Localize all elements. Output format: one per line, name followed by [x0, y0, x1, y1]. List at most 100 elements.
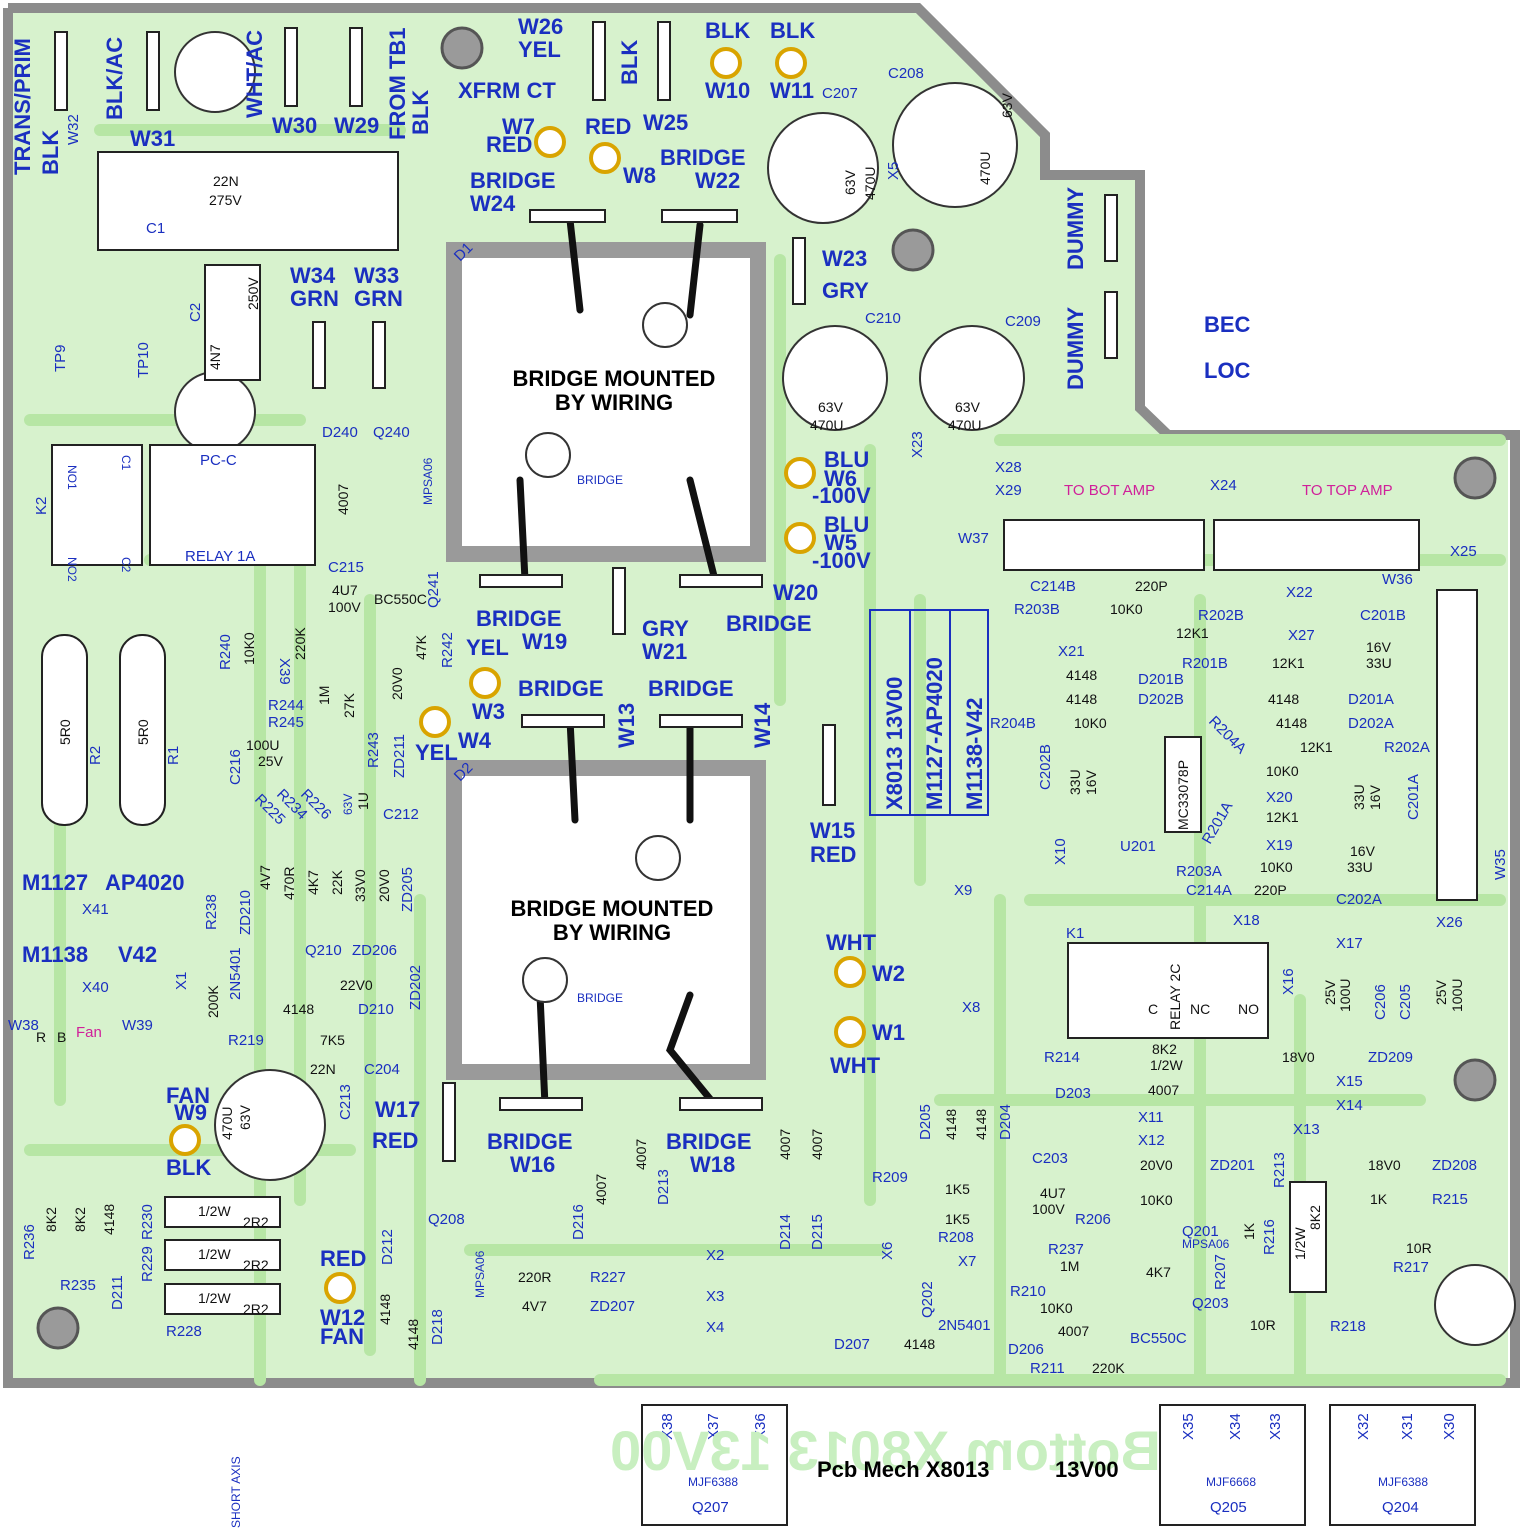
c206-voltage: 25V: [1322, 979, 1338, 1005]
zd202-label: ZD202: [407, 965, 424, 1010]
x13-label: X13: [1293, 1121, 1320, 1138]
label-blu-w6: BLU: [824, 447, 869, 472]
c201b-value: 33U: [1366, 655, 1392, 671]
r242-label: R242: [439, 632, 456, 668]
d205-value: 4148: [943, 1109, 959, 1140]
label-red-w15: RED: [810, 842, 856, 867]
label-blu-w5: BLU: [824, 512, 869, 537]
r207-value: 4K7: [1146, 1264, 1171, 1280]
c1-label: C1: [146, 220, 165, 237]
footer-pcb-label: Pcb Mech X8013: [817, 1457, 989, 1482]
r202b-value: 12K1: [1176, 625, 1209, 641]
r2-value: 5R0: [57, 719, 73, 745]
label-w14: W14: [750, 702, 775, 748]
label-blk-ac: BLK/AC: [102, 37, 127, 120]
bridge-block-2: [446, 760, 766, 1080]
r214-value: 8K2: [1152, 1041, 1177, 1057]
x5-label: X5: [885, 162, 902, 180]
label-w38: W38: [8, 1017, 39, 1034]
x6-label: X6: [879, 1242, 896, 1260]
d202a-label: D202A: [1348, 715, 1394, 732]
label-w36: W36: [1382, 571, 1413, 588]
r1-label: R1: [165, 746, 182, 765]
label-bridge-w22: BRIDGE: [660, 145, 746, 170]
zd211-label: ZD211: [391, 734, 408, 778]
large-circles: [174, 31, 1516, 1346]
c214a-label: C214A: [1186, 882, 1232, 899]
r210-label: R210: [1010, 1283, 1046, 1300]
x21-label: X21: [1058, 643, 1085, 660]
d212-label: D212: [379, 1229, 396, 1265]
r-33v0-value: 33V0: [352, 869, 368, 902]
d212-value: 4148: [377, 1294, 393, 1325]
r243-label: R243: [365, 732, 382, 768]
label-wht-w2: WHT: [826, 930, 877, 955]
label-w31: W31: [130, 126, 175, 151]
d202b-value: 4148: [1066, 691, 1097, 707]
r228-watts: 1/2W: [198, 1290, 231, 1306]
model-v42: V42: [118, 942, 157, 967]
label-trans-prim: TRANS/PRIM: [10, 38, 35, 175]
model-m1127: M1127: [22, 870, 88, 895]
bridge2-line1: BRIDGE MOUNTED: [511, 896, 714, 921]
zd202-value: 22V0: [340, 977, 373, 993]
r244-value: 220K: [292, 627, 308, 660]
c215-voltage: 100V: [328, 599, 361, 615]
d216-label: D216: [570, 1204, 587, 1240]
x30-label: X30: [1441, 1413, 1458, 1440]
k1-no: NO: [1238, 1001, 1259, 1017]
d211-value: 4148: [101, 1204, 117, 1235]
label-bridge-w18: BRIDGE: [666, 1129, 752, 1154]
c208-label: C208: [888, 65, 924, 82]
x31-label: X31: [1399, 1413, 1416, 1440]
label-red-w17: RED: [372, 1128, 418, 1153]
label-r: R: [36, 1029, 46, 1045]
r217-value: 10R: [1406, 1240, 1432, 1256]
r215-label: R215: [1432, 1191, 1468, 1208]
r204b-label: R204B: [990, 715, 1036, 732]
component-bodies: [41, 151, 1478, 1526]
c1-voltage: 275V: [209, 192, 242, 208]
r214-watts: 1/2W: [1150, 1057, 1183, 1073]
d211-label: D211: [109, 1275, 126, 1310]
x3-label: X3: [706, 1288, 724, 1305]
label-w7: W7: [502, 114, 535, 139]
r216-value: 1K: [1241, 1222, 1257, 1240]
label-v-w6: -100V: [812, 483, 871, 508]
board-cutout: [918, 8, 1521, 1383]
r245-value: 1M: [316, 686, 332, 705]
c206-label: C206: [1372, 984, 1389, 1020]
x20-label: X20: [1266, 789, 1293, 806]
r203b-label: R203B: [1014, 601, 1060, 618]
d203-label: D203: [1055, 1085, 1091, 1102]
c207-label: C207: [822, 85, 858, 102]
c213-value: 470U: [219, 1107, 235, 1140]
label-w34: W34: [290, 263, 336, 288]
footer-ghost-text: Bottom X8013 13V00: [610, 1419, 1161, 1482]
r213-watts: 1/2W: [1292, 1227, 1308, 1260]
label-w8: W8: [623, 163, 656, 188]
label-w1: W1: [872, 1020, 905, 1045]
r211-label: R211: [1030, 1360, 1065, 1377]
label-fan: Fan: [76, 1024, 102, 1041]
bridge1-line2: BY WIRING: [555, 390, 673, 415]
d213-value: 4007: [633, 1139, 649, 1170]
c213-label: C213: [337, 1084, 354, 1120]
footer-rev: 13V00: [1055, 1457, 1119, 1482]
label-w33: W33: [354, 263, 399, 288]
d214-value: 4007: [777, 1129, 793, 1160]
tp9-label: TP9: [52, 344, 69, 372]
label-yel-w3: YEL: [466, 635, 509, 660]
label-gry-w21: GRY: [642, 616, 689, 641]
x32-label: X32: [1355, 1413, 1372, 1440]
x24-label: X24: [1210, 477, 1237, 494]
k1-nc: NC: [1190, 1001, 1210, 1017]
q210-label: Q210: [305, 942, 342, 959]
c216-value: 100U: [246, 737, 279, 753]
c209-value: 470U: [948, 417, 981, 433]
c215-label: C215: [328, 559, 364, 576]
zd208-label: ZD208: [1432, 1157, 1477, 1174]
d240-value: 4007: [335, 484, 351, 515]
q208-label: Q208: [428, 1211, 465, 1228]
label-w6: W6: [824, 466, 857, 491]
